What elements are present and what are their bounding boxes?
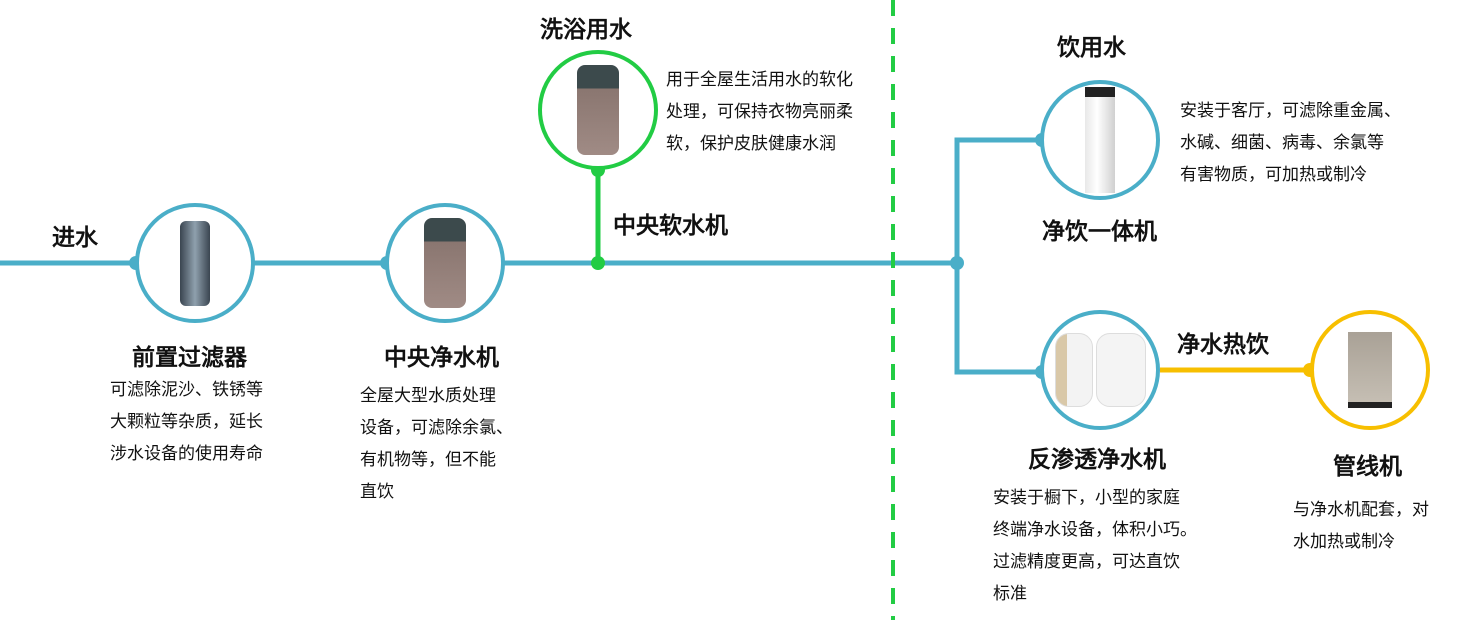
inlet-label: 进水: [52, 225, 98, 251]
central-purifier-desc: 全屋大型水质处理设备，可滤除余氯、有机物等，但不能直饮: [360, 386, 513, 502]
softener-title: 中央软水机: [613, 213, 728, 239]
dispenser-desc: 安装于客厅，可滤除重金属、水碱、细菌、病毒、余氯等有害物质，可加热或制冷: [1180, 101, 1401, 185]
pipeline-title: 管线机: [1333, 454, 1402, 480]
ro-purifier-image: [1054, 333, 1146, 407]
softener-node[interactable]: [538, 50, 658, 170]
drinking-branch: [954, 137, 1042, 375]
ro-purifier-title: 反渗透净水机: [1028, 447, 1166, 473]
pipeline-image: [1348, 332, 1392, 408]
prefilter-title: 前置过滤器: [132, 345, 247, 371]
prefilter-desc: 可滤除泥沙、铁锈等大颗粒等杂质，延长涉水设备的使用寿命: [110, 380, 263, 464]
hot-drink-label: 净水热饮: [1177, 332, 1269, 358]
central-purifier-node[interactable]: [385, 203, 505, 323]
pipeline-node[interactable]: [1310, 310, 1430, 430]
pipeline-desc: 与净水机配套，对水加热或制冷: [1293, 500, 1429, 552]
central-purifier-title: 中央净水机: [384, 345, 499, 371]
softener-image: [577, 65, 619, 155]
dot: [591, 256, 605, 270]
softener-desc: 用于全屋生活用水的软化处理，可保持衣物亮丽柔软，保护皮肤健康水润: [666, 70, 853, 154]
dispenser-image: [1085, 87, 1115, 193]
central-purifier-image: [424, 218, 466, 308]
dispenser-node[interactable]: [1040, 80, 1160, 200]
ro-purifier-node[interactable]: [1040, 310, 1160, 430]
dispenser-title: 净饮一体机: [1042, 219, 1157, 245]
prefilter-node[interactable]: [135, 203, 255, 323]
ro-purifier-desc: 安装于橱下，小型的家庭终端净水设备，体积小巧。过滤精度更高，可达直饮标准: [993, 488, 1197, 604]
bath-water-section: 洗浴用水: [540, 17, 632, 43]
drinking-water-section: 饮用水: [1057, 35, 1126, 61]
prefilter-image: [180, 220, 210, 306]
dot: [950, 256, 964, 270]
